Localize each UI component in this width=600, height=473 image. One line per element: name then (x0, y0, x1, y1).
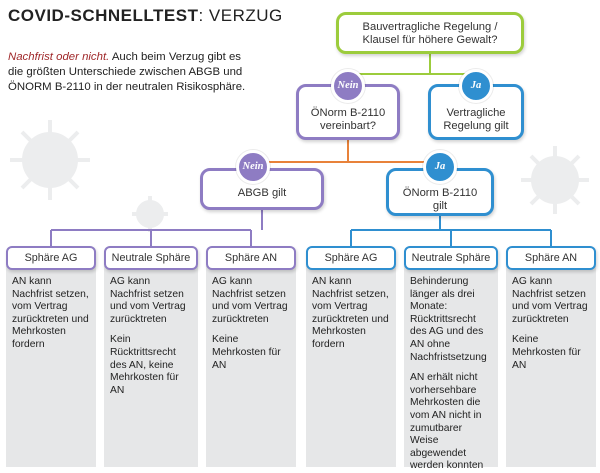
column-paragraph: AG kann Nachfrist setzen und vom Vertrag… (212, 276, 288, 325)
column-header: Sphäre AN (206, 246, 296, 270)
abgb-applies-label: ABGB gilt (237, 187, 287, 199)
column-paragraph: AG kann Nachfrist setzen und vom Vertrag… (110, 276, 186, 325)
oenorm-agreed-line-1: ÖNorm B-2110 (310, 107, 386, 119)
column-paragraph: Behinderung länger als drei Monate: Rück… (410, 276, 487, 363)
column-header: Sphäre AG (306, 246, 396, 270)
column-header: Sphäre AG (6, 246, 96, 270)
column-oenorm-neutral-body: Behinderung länger als drei Monate: Rück… (404, 266, 498, 471)
column-paragraph: Keine Mehrkosten für AN (512, 334, 581, 371)
oenorm-applies-line-1: ÖNorm B-2110 (402, 187, 478, 199)
column-paragraph: AN kann Nachfrist setzen, vom Vertrag zu… (312, 276, 389, 350)
column-header: Neutrale Sphäre (104, 246, 198, 270)
column-abgb-sphere-an-body: AG kann Nachfrist setzen und vom Vertrag… (206, 266, 296, 467)
column-paragraph: AN kann Nachfrist setzen, vom Vertrag zu… (12, 276, 89, 350)
column-abgb-neutral-body: AG kann Nachfrist setzen und vom Vertrag… (104, 266, 198, 467)
column-oenorm-sphere-an: AG kann Nachfrist setzen und vom Vertrag… (506, 246, 596, 467)
column-oenorm-neutral: Behinderung länger als drei Monate: Rück… (404, 246, 498, 471)
root-question-node: Bauvertragliche Regelung / Klausel für h… (336, 12, 524, 54)
column-paragraph: Kein Rücktrittsrecht des AN, keine Mehrk… (110, 334, 179, 396)
column-paragraph: AN erhält nicht vorhersehbare Mehrkosten… (410, 372, 484, 472)
contract-rule-node: Vertragliche Regelung gilt (428, 84, 524, 140)
column-abgb-neutral: AG kann Nachfrist setzen und vom Vertrag… (104, 246, 198, 467)
ja-badge-1: Ja (459, 69, 493, 103)
column-oenorm-sphere-ag: AN kann Nachfrist setzen, vom Vertrag zu… (306, 246, 396, 467)
column-header: Sphäre AN (506, 246, 596, 270)
column-paragraph: AG kann Nachfrist setzen und vom Vertrag… (512, 276, 588, 325)
intro-text: Nachfrist oder nicht. Auch beim Verzug g… (8, 50, 258, 95)
nein-badge-2: Nein (236, 150, 270, 184)
root-line-1: Bauvertragliche Regelung / (362, 21, 498, 33)
column-abgb-sphere-ag-body: AN kann Nachfrist setzen, vom Vertrag zu… (6, 266, 96, 467)
contract-rule-line-2: Regelung gilt (443, 120, 509, 132)
column-abgb-sphere-an: AG kann Nachfrist setzen und vom Vertrag… (206, 246, 296, 467)
column-oenorm-sphere-an-body: AG kann Nachfrist setzen und vom Vertrag… (506, 266, 596, 467)
nein-badge-1: Nein (331, 69, 365, 103)
ja-badge-2: Ja (423, 150, 457, 184)
contract-rule-line-1: Vertragliche (446, 107, 506, 119)
root-line-2: Klausel für höhere Gewalt? (362, 34, 498, 46)
intro-emphasis: Nachfrist oder nicht. (8, 51, 110, 63)
column-header: Neutrale Sphäre (404, 246, 498, 270)
column-abgb-sphere-ag: AN kann Nachfrist setzen, vom Vertrag zu… (6, 246, 96, 467)
page-title: COVID-SCHNELLTEST: VERZUG (8, 6, 283, 25)
intro-body: Auch beim Verzug gibt es die größten Unt… (8, 51, 246, 93)
column-paragraph: Keine Mehrkosten für AN (212, 334, 281, 371)
oenorm-agreed-line-2: vereinbart? (320, 120, 376, 132)
column-oenorm-sphere-ag-body: AN kann Nachfrist setzen, vom Vertrag zu… (306, 266, 396, 467)
oenorm-applies-line-2: gilt (432, 200, 448, 212)
